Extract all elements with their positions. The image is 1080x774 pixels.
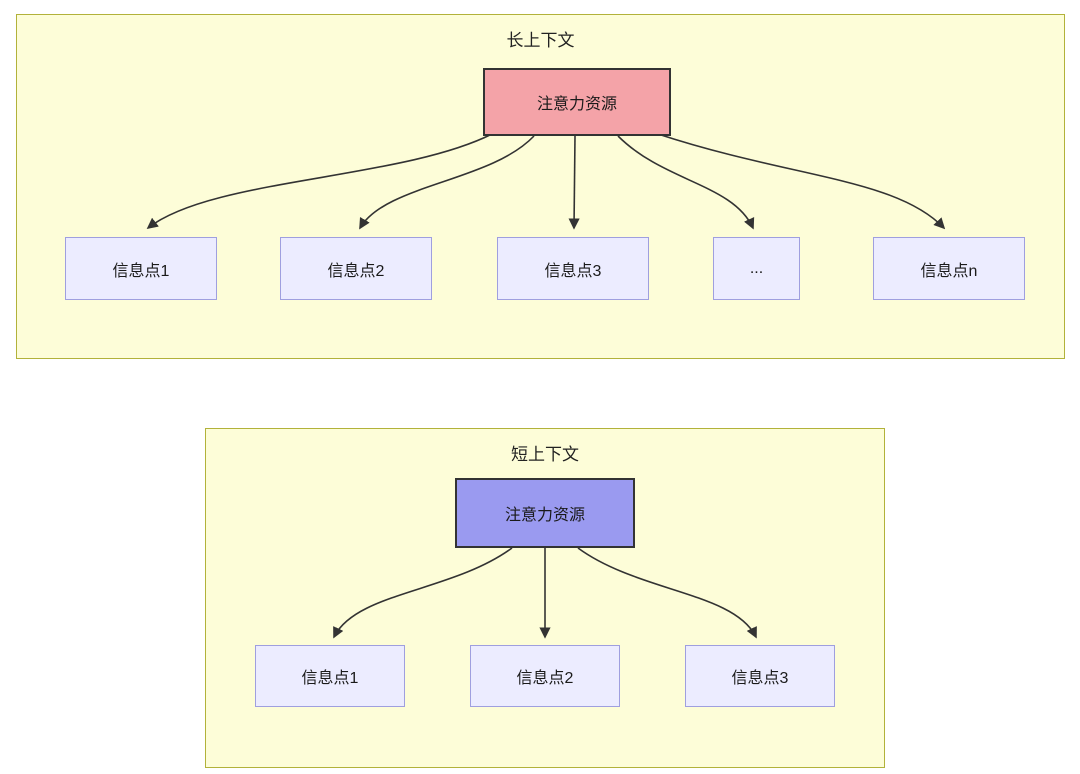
long-context-title: 长上下文 bbox=[506, 31, 575, 50]
short-context-title: 短上下文 bbox=[511, 445, 579, 464]
long-attention-node: 注意力资源 bbox=[483, 68, 671, 136]
short-info-node-1: 信息点1 bbox=[255, 645, 405, 707]
short-info-node-3: 信息点3 bbox=[685, 645, 835, 707]
long-info-node-1: 信息点1 bbox=[65, 237, 217, 300]
long-context-group: 长上下文 bbox=[16, 14, 1065, 359]
short-attention-node: 注意力资源 bbox=[455, 478, 635, 548]
long-info-node-ellipsis: ... bbox=[713, 237, 800, 300]
short-info-node-2: 信息点2 bbox=[470, 645, 620, 707]
long-info-node-3: 信息点3 bbox=[497, 237, 649, 300]
long-info-node-2: 信息点2 bbox=[280, 237, 432, 300]
long-info-node-n: 信息点n bbox=[873, 237, 1025, 300]
